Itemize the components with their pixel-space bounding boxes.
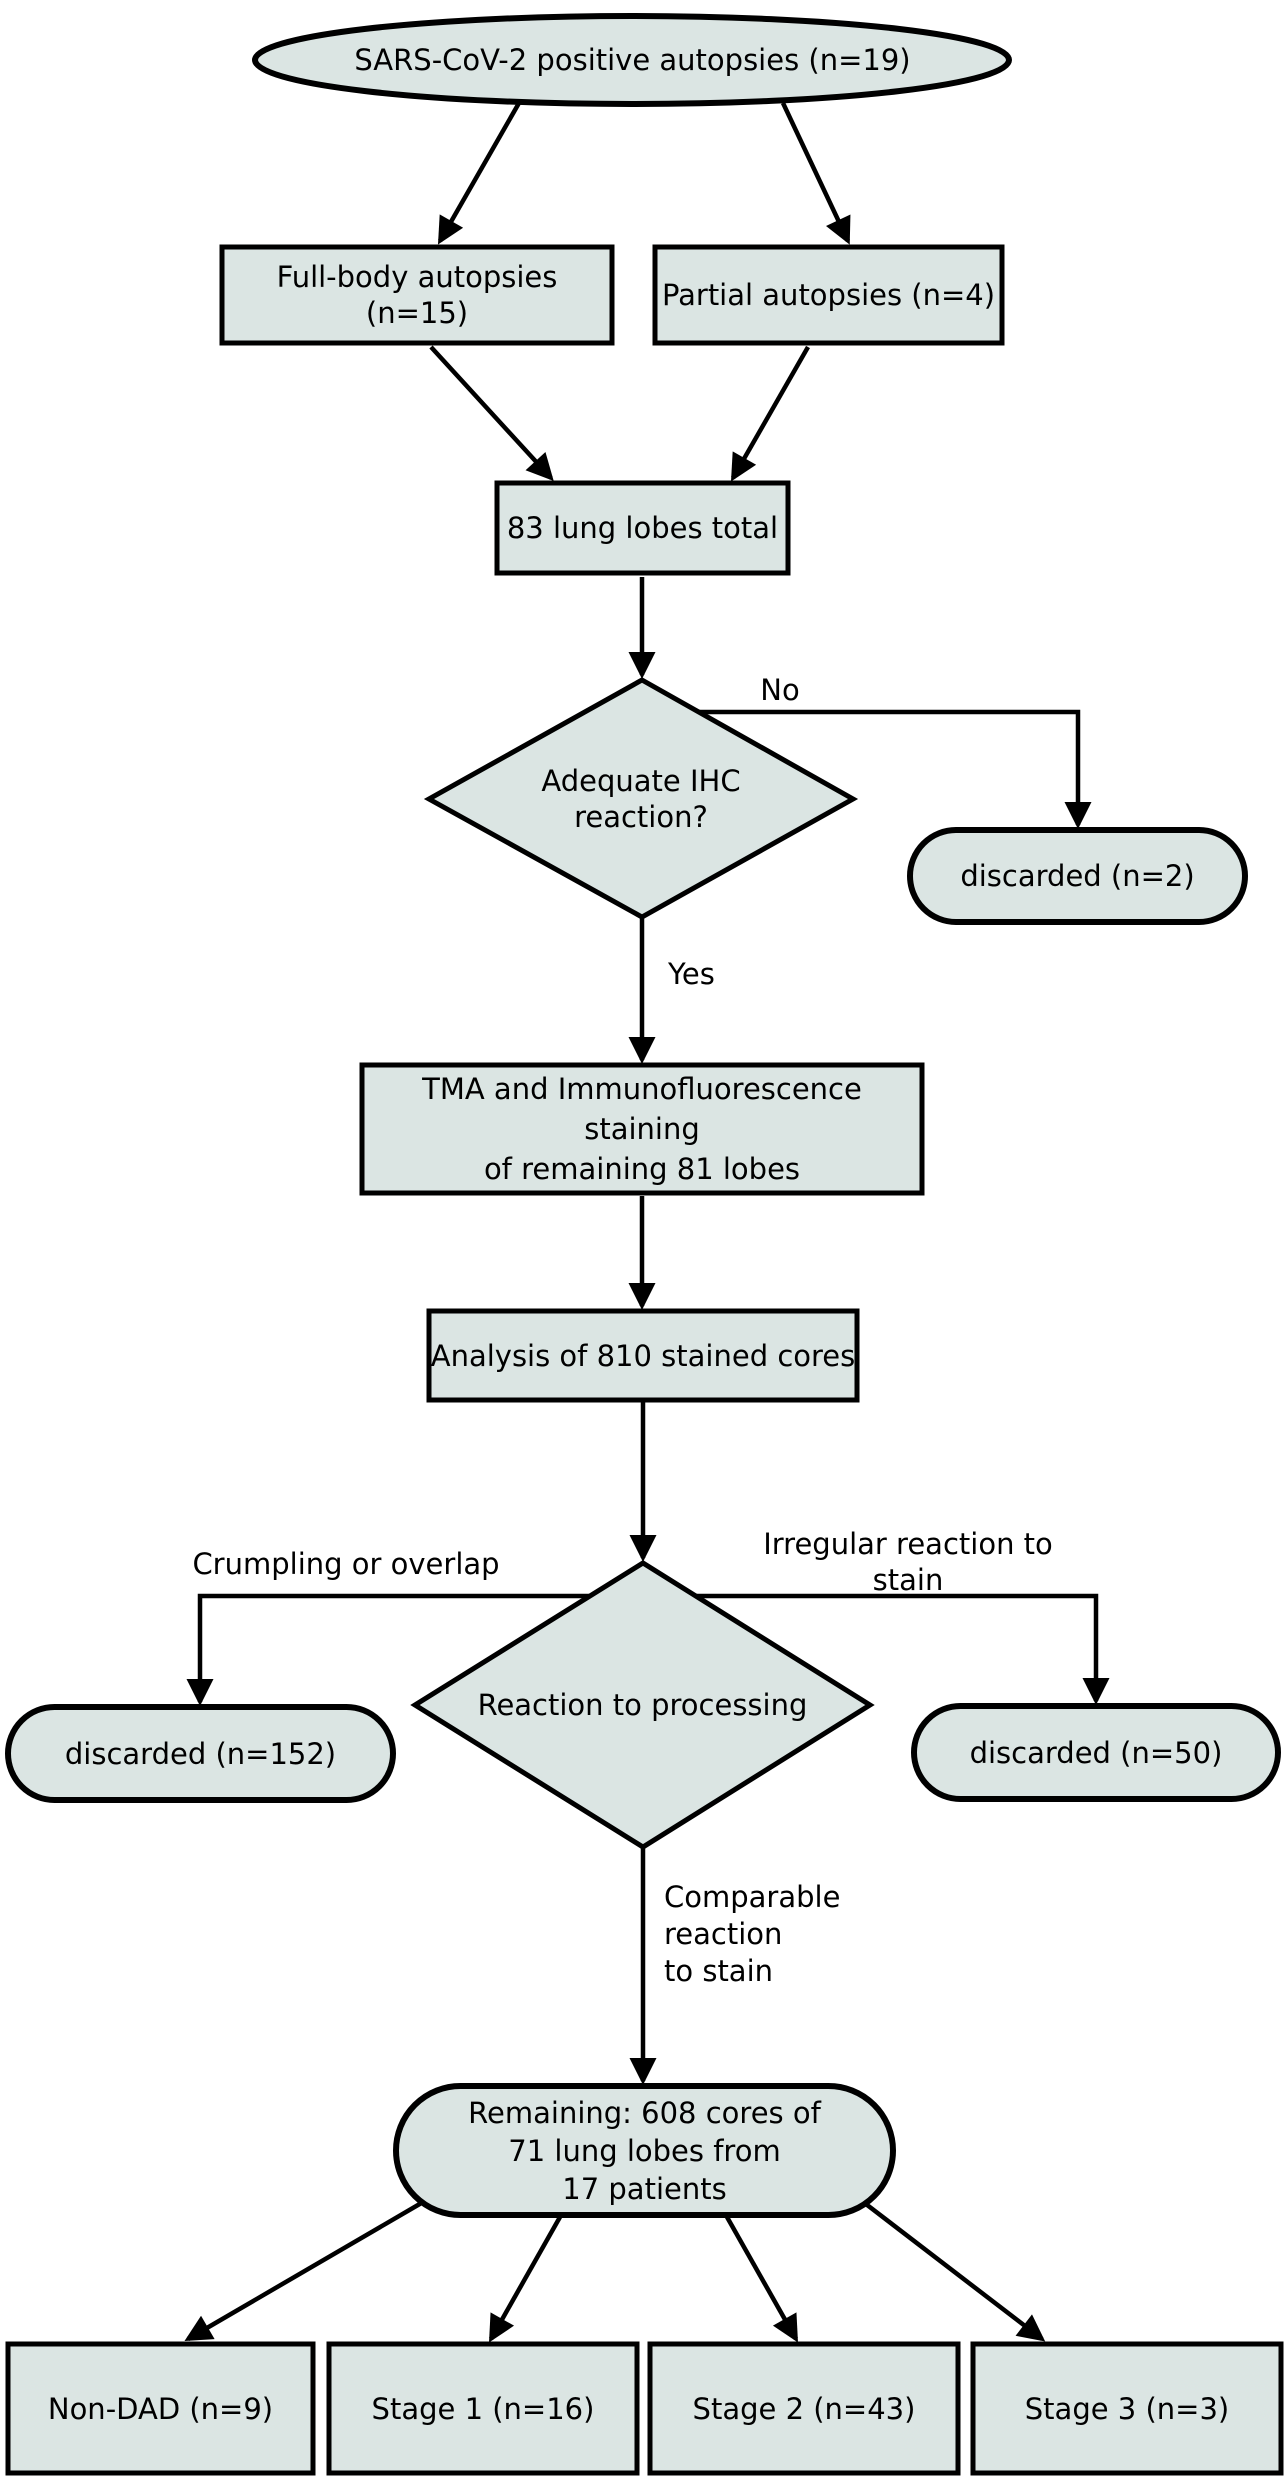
node-label-full-body: Full-body autopsies (n=15)	[276, 260, 558, 330]
edge-remaining-to-stage2	[725, 2215, 798, 2343]
edge-remaining-to-nondad	[184, 2196, 432, 2342]
lobes-total-box	[494, 480, 791, 576]
edge-crumpling-to-discarded152	[186, 1593, 643, 1707]
discarded-irregular-stadium	[911, 1703, 1281, 1802]
stage3-box	[970, 2341, 1284, 2476]
node-label-non-dad: Non-DAD (n=9)	[47, 2391, 274, 2426]
node-label-partial: Partial autopsies (n=4)	[661, 278, 996, 312]
stage1-box	[326, 2341, 640, 2476]
remaining-stadium	[393, 2083, 896, 2218]
node-label-processing-decision: Reaction to processing	[477, 1688, 808, 1722]
node-label-discarded-crumpling: discarded (n=152)	[64, 1736, 337, 1771]
partial-box	[652, 244, 1005, 346]
ihc-decision-diamond	[423, 677, 859, 920]
edge-fullbody-to-lobes	[429, 345, 554, 481]
analysis-box	[426, 1308, 860, 1403]
node-label-tma: TMA and Immunofluorescence staining of r…	[422, 1072, 862, 1186]
edge-label-irregular: Irregular reaction to stain	[763, 1527, 1053, 1597]
start-ellipse	[252, 13, 1012, 107]
full-body-box	[219, 244, 615, 346]
flowchart-node-shapes	[5, 13, 1284, 2476]
stage2-box	[647, 2341, 961, 2476]
edge-start-to-fullbody	[437, 101, 521, 245]
node-label-stage1: Stage 1 (n=16)	[371, 2391, 595, 2426]
non-dad-box	[5, 2341, 316, 2476]
node-label-stage2: Stage 2 (n=43)	[692, 2391, 916, 2426]
processing-decision-diamond	[410, 1560, 875, 1850]
discarded-crumpling-stadium	[5, 1704, 396, 1803]
edge-start-to-partial	[780, 102, 851, 245]
node-label-stage3: Stage 3 (n=3)	[1024, 2391, 1230, 2426]
edge-label-yes: Yes	[668, 956, 715, 991]
edge-no-to-discarded-ihc	[660, 709, 1092, 830]
edge-partial-to-lobes	[730, 345, 810, 482]
node-label-start: SARS-CoV-2 positive autopsies (n=19)	[354, 43, 911, 77]
edge-label-no: No	[760, 673, 800, 707]
node-label-discarded-irregular: discarded (n=50)	[969, 1735, 1223, 1770]
flowchart-edges	[184, 101, 1110, 2343]
node-label-discarded-ihc: discarded (n=2)	[960, 859, 1195, 893]
edge-label-crumpling: Crumpling or overlap	[192, 1547, 500, 1581]
edge-remaining-to-stage1	[489, 2215, 562, 2343]
discarded-ihc-stadium	[907, 827, 1248, 925]
node-label-lobes-total: 83 lung lobes total	[506, 511, 779, 545]
node-label-remaining: Remaining: 608 cores of 71 lung lobes fr…	[468, 2095, 821, 2206]
node-label-ihc-decision: Adequate IHC reaction?	[541, 763, 741, 834]
tma-box	[359, 1062, 925, 1196]
node-label-analysis: Analysis of 810 stained cores	[430, 1338, 856, 1373]
edge-label-comparable: Comparable reaction to stain	[664, 1880, 841, 1988]
edge-irregular-to-discarded50	[643, 1593, 1110, 1706]
edge-remaining-to-stage3	[856, 2196, 1046, 2342]
